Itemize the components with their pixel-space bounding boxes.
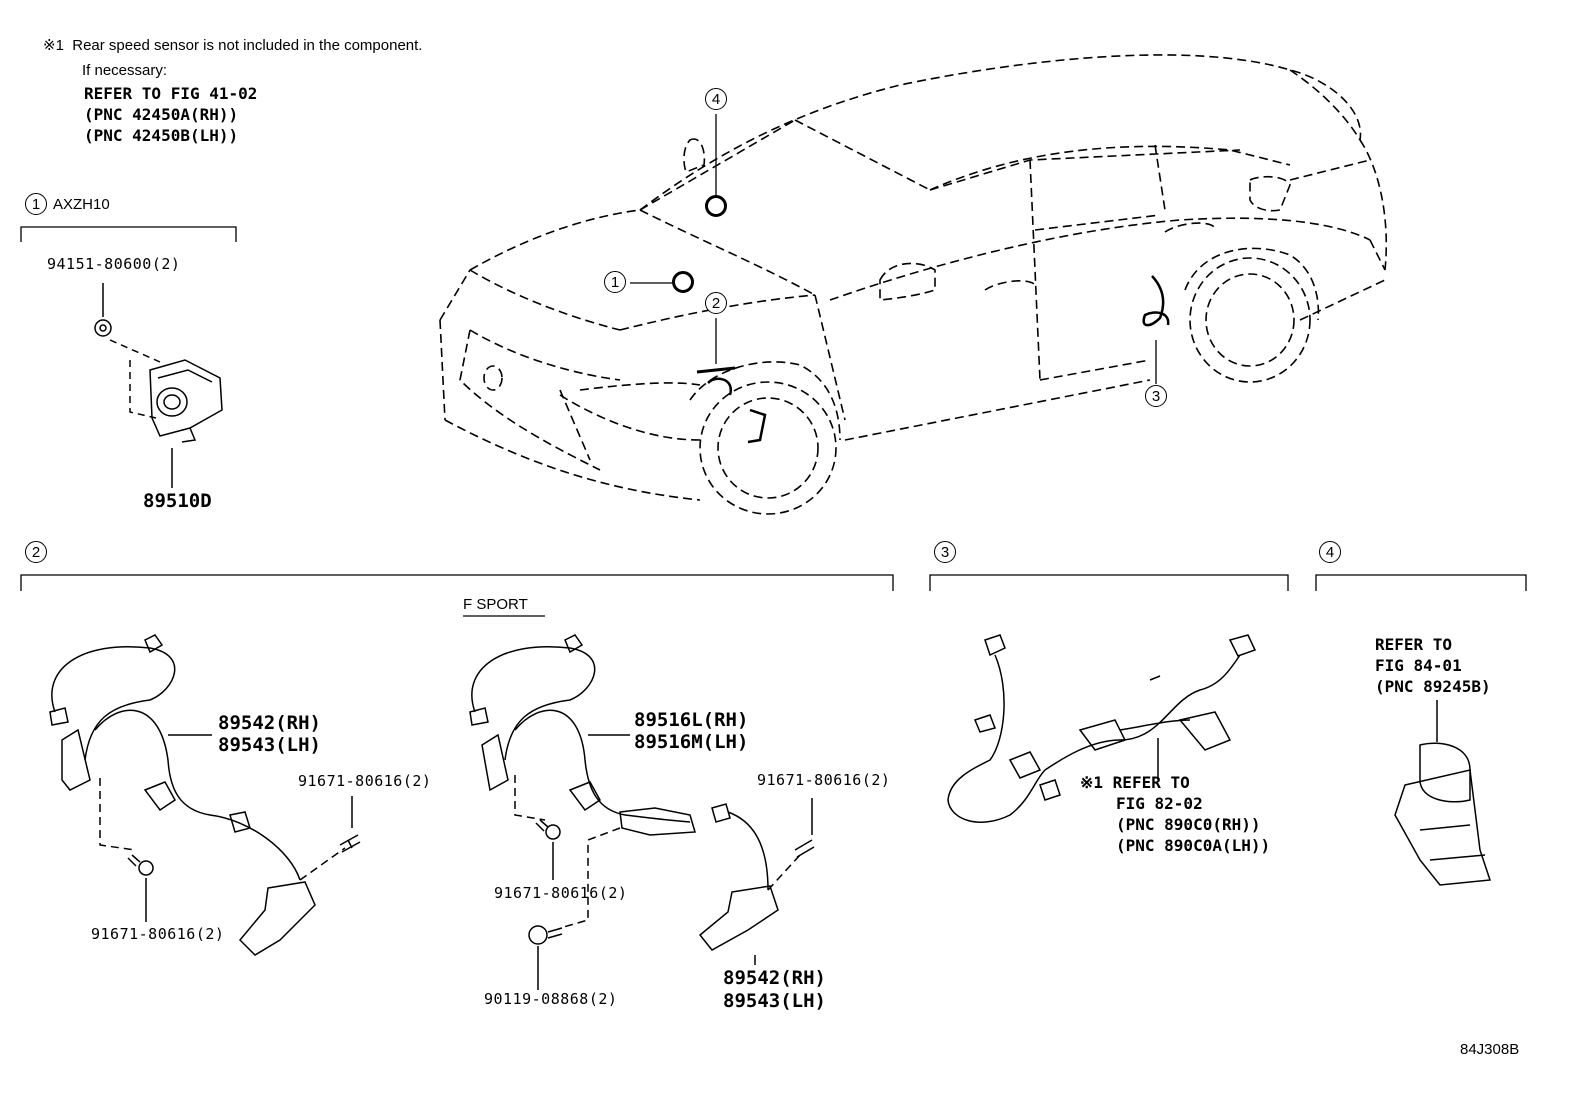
section3-refer[interactable]: ※1 REFER TO [1080,773,1190,792]
fsport-sensor-rh[interactable]: 89542(RH) [723,967,826,989]
section3-pnc-rh[interactable]: (PNC 890C0(RH)) [1116,815,1261,834]
section1-bracket [20,226,237,242]
section2-marker: 2 [25,541,47,563]
section1-variant: AXZH10 [53,196,110,213]
car-callout-2[interactable]: 2 [705,292,727,314]
section3-marker: 3 [934,541,956,563]
note-line-1: ※1 Rear speed sensor is not included in … [43,37,423,54]
section1-sensor-part-number[interactable]: 89510D [143,490,212,512]
car-illustration [439,54,1388,515]
fsport-harness-lh[interactable]: 89516M(LH) [634,731,749,753]
section4-fig[interactable]: FIG 84-01 [1375,656,1462,675]
note-refer-line: REFER TO FIG 41-02 [84,84,258,103]
rear-harness-drawing [947,634,1257,823]
fsport-harness-rh[interactable]: 89516L(RH) [634,709,749,731]
steering-sensor-drawing [1394,700,1492,886]
section3-bracket [929,574,1289,591]
section2-bracket [20,574,894,617]
car-callout-1[interactable]: 1 [604,271,626,293]
standard-speed-sensor-drawing [49,634,361,956]
fsport-bolt-c[interactable]: 90119-08868(2) [484,990,618,1008]
figure-code: 84J308B [1460,1041,1520,1058]
fsport-sensor-lh[interactable]: 89543(LH) [723,990,826,1012]
fsport-bolt-a[interactable]: 91671-80616(2) [757,771,891,789]
fsport-bolt-b[interactable]: 91671-80616(2) [494,884,628,902]
car-callout-4[interactable]: 4 [705,88,727,110]
note-line-2: If necessary: [82,62,168,79]
section4-pnc[interactable]: (PNC 89245B) [1375,677,1491,696]
section3-fig[interactable]: FIG 82-02 [1116,794,1203,813]
car-callout-3[interactable]: 3 [1145,385,1167,407]
note-pnc-lh: (PNC 42450B(LH)) [84,126,239,145]
note-pnc-rh: (PNC 42450A(RH)) [84,105,239,124]
car-callout-leaders [630,114,1170,444]
section3-pnc-lh[interactable]: (PNC 890C0A(LH)) [1116,836,1271,855]
standard-bolt-b[interactable]: 91671-80616(2) [91,925,225,943]
section4-bracket [1315,574,1527,591]
section1-bolt-part-number[interactable]: 94151-80600(2) [47,255,181,273]
section4-marker: 4 [1319,541,1341,563]
fsport-speed-sensor-drawing [469,634,815,990]
standard-bolt-a[interactable]: 91671-80616(2) [298,772,432,790]
section4-refer[interactable]: REFER TO [1375,635,1453,654]
standard-sensor-rh[interactable]: 89542(RH) [218,712,321,734]
standard-sensor-lh[interactable]: 89543(LH) [218,734,321,756]
yaw-rate-sensor-drawing [94,283,223,488]
fsport-label: F SPORT [463,596,528,613]
section1-marker: 1 [25,193,47,215]
